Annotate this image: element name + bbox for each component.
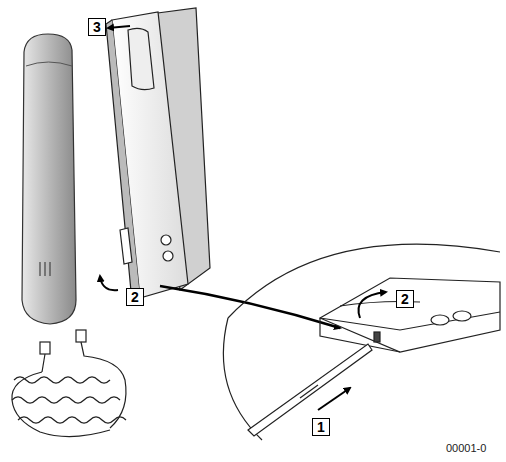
detail-arrows	[318, 292, 386, 410]
detail-view	[223, 244, 500, 440]
arrows	[100, 26, 340, 328]
base-unit	[106, 8, 210, 302]
handset	[22, 34, 76, 324]
callout-number: 2	[396, 290, 414, 308]
figure-code: 00001-0	[446, 442, 486, 454]
callout-number: 3	[88, 18, 106, 36]
callout-number: 2	[126, 288, 144, 306]
callout-number: 1	[312, 418, 330, 436]
coiled-cord	[12, 330, 126, 437]
